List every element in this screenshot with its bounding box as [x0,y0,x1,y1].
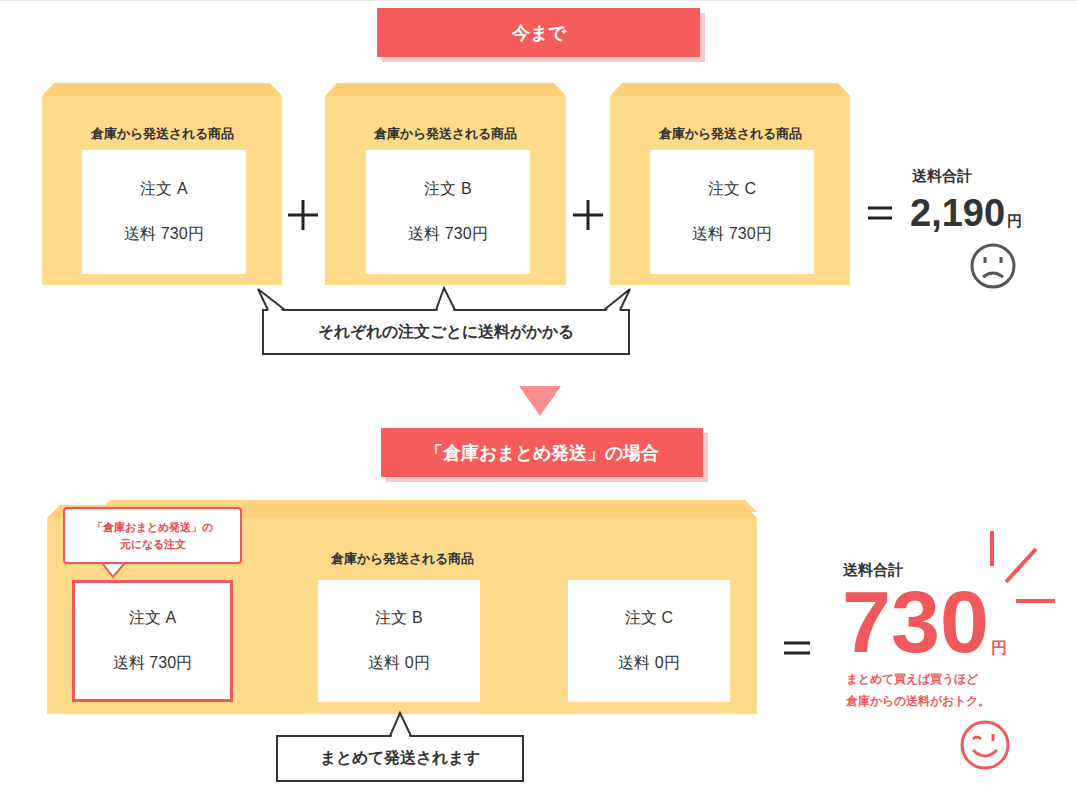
total-label: 送料合計 [912,168,972,183]
total-amount: 2,190 [910,194,1005,232]
package-lid [42,83,282,96]
order-name: 注文 C [708,179,756,200]
shipping-fee: 送料 730円 [124,224,203,245]
total-label: 送料合計 [843,562,903,577]
order-box: 注文 B 送料 0円 [318,580,480,702]
order-name: 注文 A [129,608,176,629]
sad-face [972,245,1014,287]
order-box: 注文 C 送料 730円 [650,150,814,274]
package-label: 倉庫から発送される商品 [42,125,282,143]
burst-lines [992,531,1055,601]
order-box: 注文 C 送料 0円 [568,580,730,702]
base-order-box: 注文 A 送料 730円 [72,580,233,702]
equals-symbol [868,208,892,218]
yen-unit: 円 [1007,213,1022,228]
warehouse-package: 倉庫から発送される商品注文 A 送料 730円 [42,96,282,285]
section-banner: 今まで [377,8,700,57]
equals-symbol [784,643,810,653]
plus-symbol [288,200,318,230]
shipping-fee: 送料 730円 [113,653,192,674]
yen-unit: 円 [991,640,1007,656]
callout-pointer [258,289,285,312]
callout-text: 「倉庫おまとめ発送」の元になる注文 [89,519,217,552]
shipping-fee: 送料 730円 [692,224,771,245]
banner-text: 今まで [512,21,566,45]
warehouse-package: 倉庫から発送される商品注文 B 送料 730円 [325,96,566,285]
order-name: 注文 A [140,179,187,200]
plus-symbol [573,200,603,230]
callout-text: それぞれの注文ごとに送料がかかる [318,322,574,343]
note-bubble: 「倉庫おまとめ発送」の元になる注文 [63,507,242,564]
warehouse-package: 倉庫から発送される商品注文 C 送料 730円 [610,96,850,285]
savings-note: まとめて買えば買うほど 倉庫からの送料がおトク。 [846,668,1024,712]
shipping-fee: 送料 0円 [618,653,679,674]
callout-pointer [390,713,411,738]
order-box: 注文 A 送料 730円 [82,150,246,274]
banner-text: 「倉庫おまとめ発送」の場合 [425,441,659,465]
section-banner: 「倉庫おまとめ発送」の場合 [381,428,703,477]
happy-face [962,722,1008,768]
package-label: 倉庫から発送される商品 [325,125,566,143]
callout-box: まとめて発送されます [276,735,524,782]
callout-pointer [604,289,630,312]
order-name: 注文 B [424,179,471,200]
order-name: 注文 C [625,608,673,629]
down-arrow [519,386,561,416]
callout-text: まとめて発送されます [320,748,480,769]
total-amount: 730 [842,578,989,666]
callout-pointer [436,288,455,312]
order-box: 注文 B 送料 730円 [366,150,530,274]
package-label: 倉庫から発送される商品 [610,125,850,143]
shipping-fee: 送料 730円 [408,224,487,245]
order-name: 注文 B [375,608,422,629]
package-lid [325,83,566,96]
bubble-tail [102,561,125,577]
package-lid [610,83,850,96]
shipping-fee: 送料 0円 [368,653,429,674]
callout-box: それぞれの注文ごとに送料がかかる [262,309,630,355]
